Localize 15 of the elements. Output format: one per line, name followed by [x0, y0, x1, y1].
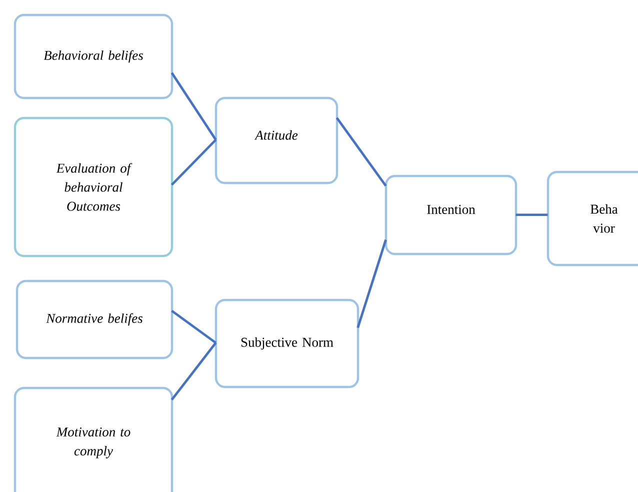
- process-box: Motivation to comply: [14, 386, 174, 492]
- connector-line: [336, 117, 387, 186]
- process-box: Evaluation of behavioral Outcomes: [14, 116, 174, 258]
- connector-line: [170, 72, 217, 140]
- connector-line: [170, 342, 217, 401]
- process-box: Behavioral belifes: [14, 14, 174, 100]
- connector-line: [171, 310, 217, 344]
- process-box: Intention: [384, 174, 518, 256]
- process-box: Subjective Norm: [214, 298, 360, 388]
- connector-line: [356, 239, 387, 328]
- process-box: Attitude: [214, 96, 338, 184]
- process-box: Normative belifes: [16, 280, 174, 360]
- process-box: Beha vior: [546, 170, 638, 266]
- connector-line: [170, 138, 217, 186]
- connector-line: [516, 214, 548, 216]
